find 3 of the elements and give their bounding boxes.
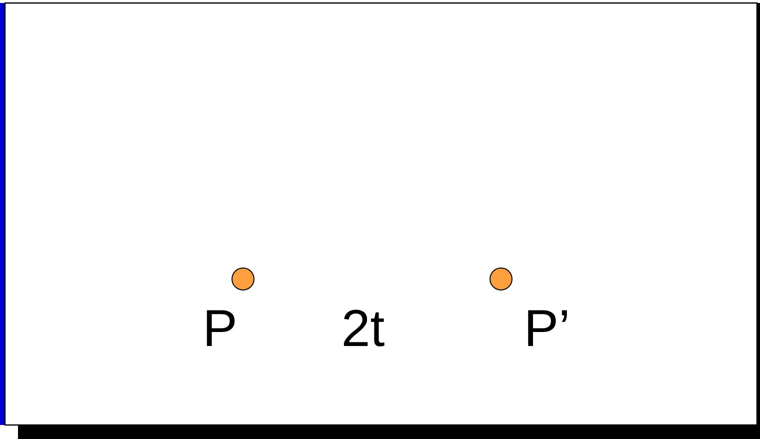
point-label: P — [206, 310, 235, 346]
point-label: P’ — [528, 310, 567, 346]
point-label: 2t — [344, 310, 384, 346]
